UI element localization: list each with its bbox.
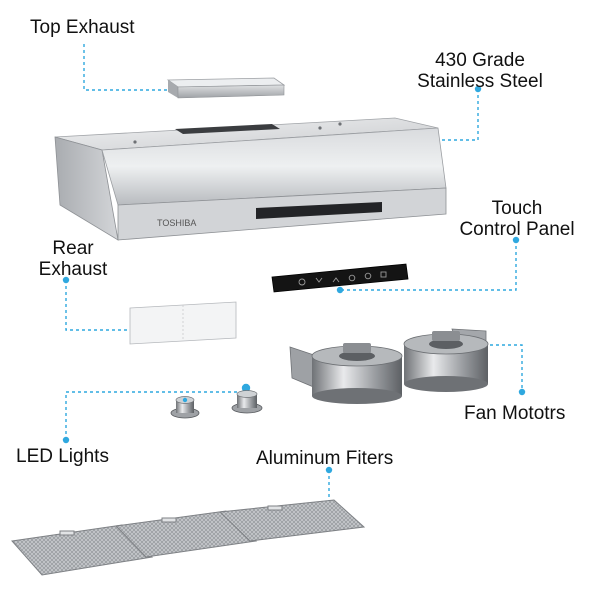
callout-touch — [340, 240, 517, 291]
aluminum-filters — [11, 499, 366, 576]
fan-motors — [289, 328, 489, 404]
label-top-exhaust: Top Exhaust — [30, 17, 135, 38]
led-lights — [170, 390, 263, 419]
label-touch-control-line1: Touch — [491, 198, 543, 219]
rear-exhaust-plate — [129, 301, 237, 345]
filter-right — [218, 499, 366, 542]
touch-control-panel — [271, 263, 409, 293]
label-rear-exhaust-line1: Rear — [52, 238, 94, 259]
light-icon — [348, 274, 356, 282]
timer-icon — [364, 272, 372, 280]
callout-top-exhaust — [83, 44, 196, 91]
fan-down-icon — [315, 277, 323, 283]
filter-middle — [114, 510, 258, 558]
filter-left — [11, 524, 154, 576]
label-rear-exhaust-line2: Exhaust — [38, 259, 108, 280]
led-light-left — [170, 396, 200, 419]
label-stainless-steel-line1: 430 Grade — [435, 50, 525, 71]
label-stainless-steel: 430 Grade Stainless Steel — [400, 50, 560, 92]
label-touch-control-line2: Control Panel — [459, 219, 575, 240]
led-light-right — [231, 390, 263, 414]
delay-icon — [380, 271, 387, 278]
top-exhaust-duct — [166, 77, 286, 99]
label-stainless-steel-line2: Stainless Steel — [417, 71, 543, 92]
callout-led — [65, 391, 246, 440]
fan-up-icon — [332, 277, 340, 283]
label-fan-motors: Fan Mototrs — [464, 403, 566, 424]
label-led-lights: LED Lights — [16, 446, 109, 467]
power-icon — [298, 278, 306, 286]
range-hood-body — [54, 117, 447, 241]
label-aluminum-filters: Aluminum Fiters — [256, 448, 394, 469]
brand-mark: TOSHIBA — [157, 218, 196, 228]
label-rear-exhaust: Rear Exhaust — [28, 238, 118, 280]
label-touch-control: Touch Control Panel — [444, 198, 590, 240]
